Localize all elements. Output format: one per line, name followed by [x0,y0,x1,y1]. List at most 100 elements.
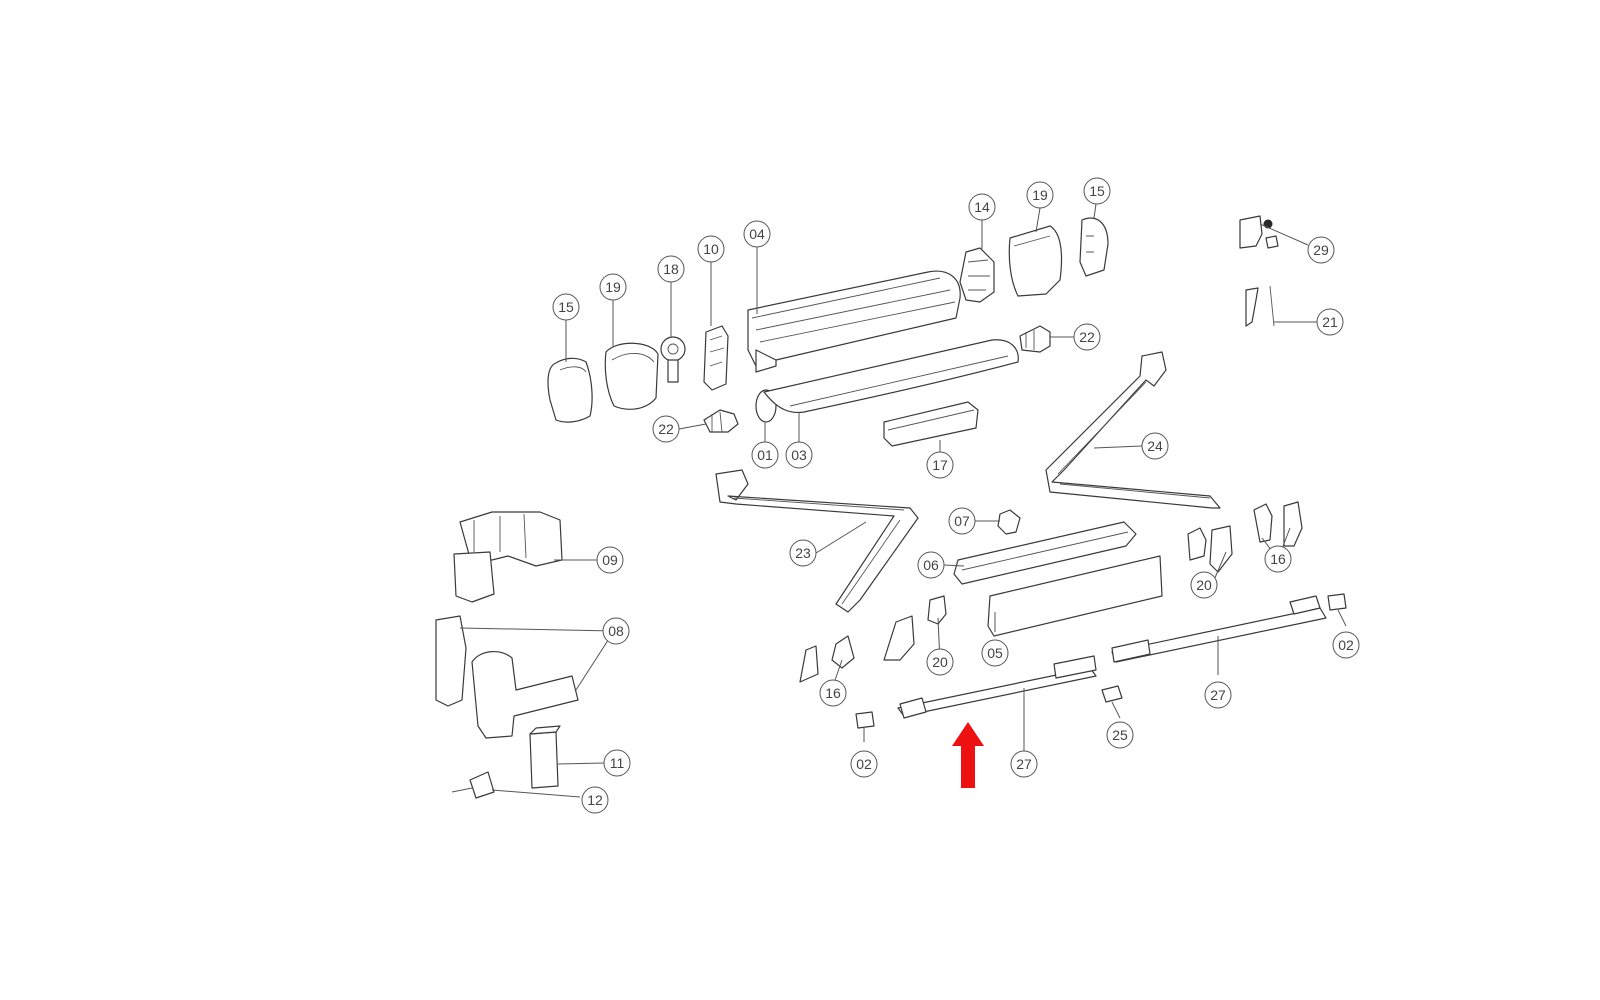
callout-05: 05 [981,639,1009,667]
part-cover-left [604,342,659,410]
callout-03: 03 [785,441,813,469]
part-end-plug-lower [703,409,739,433]
svg-text:22: 22 [1079,329,1095,345]
part-bracket-20-left [883,595,947,661]
callout-22-lower: 22 [652,415,680,443]
svg-text:27: 27 [1210,687,1226,703]
part-lead-bar [883,401,979,447]
part-hook-set [1245,285,1275,327]
svg-text:23: 23 [795,545,811,561]
part-motor-unit [453,511,563,603]
svg-text:19: 19 [1032,187,1048,203]
callout-16-left: 16 [819,679,847,707]
callout-25: 25 [1106,721,1134,749]
callout-29: 29 [1307,236,1335,264]
svg-text:07: 07 [954,513,970,529]
highlight-arrow-icon [952,722,984,788]
part-bracket-20-right [1187,525,1233,573]
callout-12: 12 [581,786,609,814]
part-arm-right [1045,351,1221,509]
svg-text:09: 09 [602,552,618,568]
svg-text:12: 12 [587,792,603,808]
svg-text:11: 11 [610,755,625,771]
svg-text:06: 06 [923,557,939,573]
svg-text:19: 19 [605,279,621,295]
callout-21: 21 [1316,308,1344,336]
callout-15-right: 15 [1083,177,1111,205]
svg-text:27: 27 [1016,756,1032,772]
part-side-cover-set [435,615,579,739]
part-end-cap-left [547,357,593,423]
svg-text:08: 08 [608,623,624,639]
part-adjust-knob [451,771,495,799]
part-bracket-16-left [799,635,855,683]
svg-text:15: 15 [1089,183,1105,199]
svg-text:15: 15 [558,299,574,315]
part-rail-connector [1101,685,1123,703]
part-side-bracket [703,325,729,391]
callout-19-right: 19 [1026,181,1054,209]
part-end-clip-left [855,711,875,729]
callout-18: 18 [657,255,685,283]
svg-text:16: 16 [1270,551,1286,567]
svg-text:20: 20 [1196,577,1212,593]
svg-text:10: 10 [703,241,719,257]
svg-text:01: 01 [757,447,773,463]
part-valance-panel [987,555,1163,637]
callout-14: 14 [968,193,996,221]
callout-06: 06 [917,551,945,579]
svg-text:18: 18 [663,261,679,277]
part-support-rail-right [1111,595,1327,663]
callout-17: 17 [926,451,954,479]
svg-text:22: 22 [658,421,674,437]
svg-text:17: 17 [932,457,948,473]
callout-23: 23 [789,539,817,567]
part-gear-housing [959,247,995,303]
svg-text:29: 29 [1313,242,1329,258]
callout-04: 04 [743,220,771,248]
callout-27-right: 27 [1204,681,1232,709]
part-cover-right [1008,225,1063,297]
part-wall-bracket-small [1239,215,1279,249]
part-cassette-housing [747,270,961,373]
svg-text:04: 04 [749,226,765,242]
callout-22-upper: 22 [1073,323,1101,351]
svg-text:20: 20 [932,654,948,670]
part-fabric [763,339,1019,414]
part-small-clip [997,509,1021,535]
callout-09: 09 [596,546,624,574]
callout-10: 10 [697,235,725,263]
callout-01: 01 [751,441,779,469]
svg-text:02: 02 [856,756,872,772]
callout-16-right: 16 [1264,545,1292,573]
part-battery-box [529,725,561,789]
callout-19-left: 19 [599,273,627,301]
svg-text:25: 25 [1112,727,1128,743]
svg-text:02: 02 [1338,637,1354,653]
callout-02-left: 02 [850,750,878,778]
callout-20-left: 20 [926,648,954,676]
callout-07: 07 [948,507,976,535]
part-end-cap-right [1079,217,1109,277]
part-arm-left [715,469,919,613]
callout-24: 24 [1141,432,1169,460]
svg-text:16: 16 [825,685,841,701]
svg-text:03: 03 [791,447,807,463]
part-front-profile [953,521,1137,585]
callout-20-right: 20 [1190,571,1218,599]
part-support-rail-left [897,655,1097,719]
svg-text:14: 14 [974,199,990,215]
part-bracket-right-pair [1253,501,1303,547]
callout-11: 11 [603,749,631,777]
part-end-plug-upper [1019,325,1051,353]
svg-text:21: 21 [1322,314,1338,330]
callout-02-right: 02 [1332,631,1360,659]
leader-lines [459,203,1347,798]
callout-27-left: 27 [1010,750,1038,778]
part-gear-wheel [660,336,686,383]
callout-08: 08 [602,617,630,645]
svg-text:05: 05 [987,645,1003,661]
part-end-clip-right [1327,593,1347,611]
